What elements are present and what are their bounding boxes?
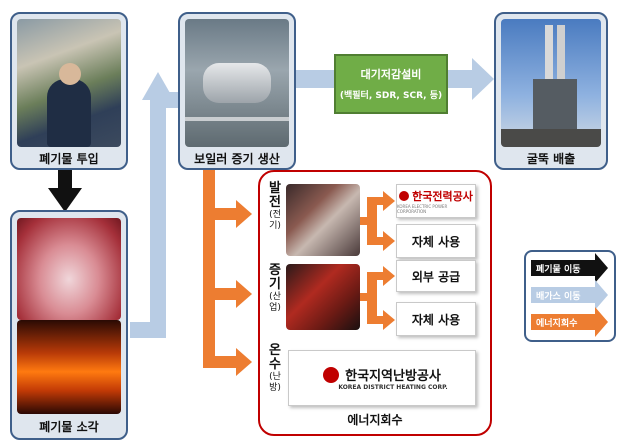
air-pollution-detail: (백필터, SDR, SCR, 등) xyxy=(339,91,443,101)
kepco-logo-box: 한국전력공사 KOREA ELECTRIC POWER CORPORATION xyxy=(396,184,476,218)
self-use-box-1: 자체 사용 xyxy=(396,224,476,258)
external-supply-box: 외부 공급 xyxy=(396,260,476,292)
incineration-box: 폐기물 소각 xyxy=(10,210,128,440)
boiler-caption: 보일러 증기 생산 xyxy=(194,152,280,166)
self-use-box-2: 자체 사용 xyxy=(396,302,476,336)
gas-arrow-boiler-to-air xyxy=(294,70,334,88)
power-photo xyxy=(286,184,360,256)
kdhc-sub: KOREA DISTRICT HEATING CORP. xyxy=(338,384,448,391)
waste-input-photo xyxy=(17,19,121,147)
kepco-name: 한국전력공사 xyxy=(412,190,473,203)
gas-arrowhead-stack xyxy=(472,58,494,100)
legend-gas-move: 배가스 이동 xyxy=(536,292,581,302)
waste-input-box: 폐기물 투입 xyxy=(10,12,128,170)
boiler-photo xyxy=(185,19,289,147)
legend-energy-recovery: 에너지회수 xyxy=(536,319,578,329)
legend-arrow-orange xyxy=(531,307,608,337)
waste-arrow-down xyxy=(58,168,72,190)
steam-photo xyxy=(286,264,360,330)
energy-group-title: 에너지회수 xyxy=(347,413,403,427)
kepco-logo-icon xyxy=(399,191,410,201)
kdhc-name: 한국지역난방공사 xyxy=(345,369,441,384)
legend-waste-move: 폐기물 이동 xyxy=(536,265,581,275)
kdhc-logo-icon xyxy=(323,366,340,383)
waste-input-caption: 폐기물 투입 xyxy=(39,152,99,166)
air-pollution-title: 대기저감설비 xyxy=(360,68,422,81)
boiler-box: 보일러 증기 생산 xyxy=(178,12,296,170)
stack-photo xyxy=(501,19,601,147)
incineration-photo-top xyxy=(17,218,121,320)
energy-recovery-group: 에너지회수 xyxy=(258,170,492,436)
incineration-photo-bottom xyxy=(17,320,121,414)
stack-caption: 굴뚝 배출 xyxy=(526,152,576,166)
stack-box: 굴뚝 배출 xyxy=(494,12,608,170)
energy-arrows xyxy=(203,168,395,376)
gas-arrow-incineration-to-boiler xyxy=(130,92,178,338)
kdhc-logo-box: 한국지역난방공사 KOREA DISTRICT HEATING CORP. xyxy=(288,350,476,406)
legend-arrow-black xyxy=(531,253,608,283)
incineration-caption: 폐기물 소각 xyxy=(39,420,99,434)
air-pollution-box: 대기저감설비 (백필터, SDR, SCR, 등) xyxy=(334,54,448,114)
legend-arrow-blue xyxy=(531,280,608,310)
legend-box xyxy=(524,250,616,342)
kepco-sub: KOREA ELECTRIC POWER CORPORATION xyxy=(397,204,448,214)
